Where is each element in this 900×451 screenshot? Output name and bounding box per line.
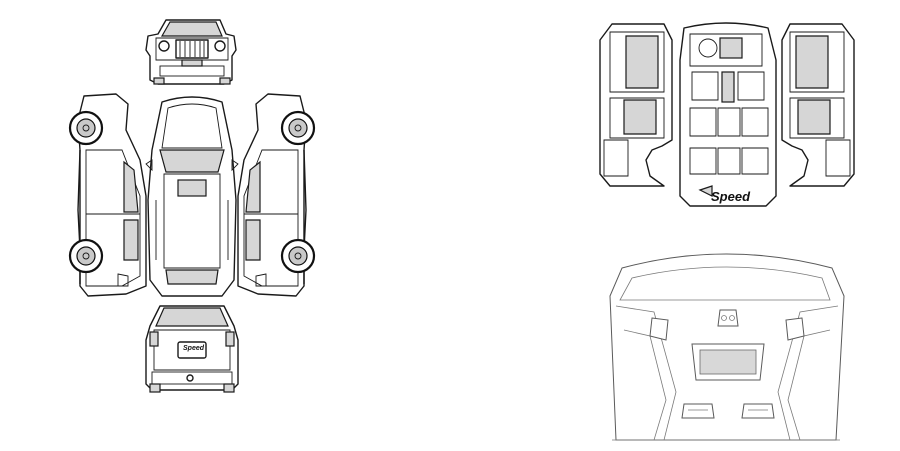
- top-view[interactable]: [145, 96, 239, 297]
- front-view[interactable]: [145, 19, 237, 85]
- interior-top-view[interactable]: [599, 22, 855, 207]
- headliner-view[interactable]: [609, 253, 845, 441]
- interior-brand-logo: Speed: [711, 189, 751, 204]
- rear-plate-brand-logo: Speed: [183, 345, 205, 352]
- rear-view[interactable]: [145, 305, 239, 393]
- right-side-view[interactable]: [237, 93, 316, 297]
- left-side-view[interactable]: [68, 93, 147, 297]
